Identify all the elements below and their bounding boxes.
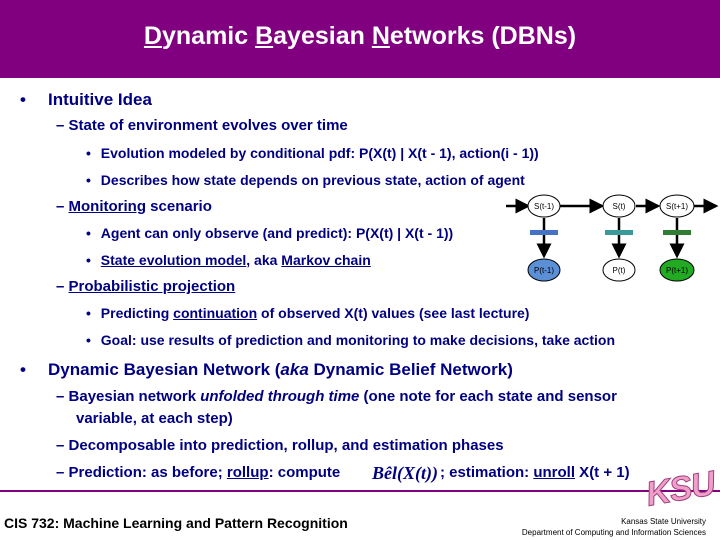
sub-sub-bullet-agent-observe: • Agent can only observe (and predict): … xyxy=(86,225,454,241)
bullet-dot: • xyxy=(20,360,26,379)
slide-title: Dynamic Bayesian Networks (DBNs) xyxy=(143,22,577,50)
sub-sub-bullet-state-evolution: • State evolution model, aka Markov chai… xyxy=(86,252,371,268)
state-node-t-minus-1: S(t-1) xyxy=(527,194,561,218)
sub-bullet-estimation: ; estimation: unroll X(t + 1) xyxy=(440,464,630,481)
department-name: Department of Computing and Information … xyxy=(521,528,706,537)
dbn-diagram: S(t-1) S(t) S(t+1) P(t-1) P(t) P(t+1) xyxy=(506,194,719,282)
state-label: S(t-1) xyxy=(534,202,554,211)
sub-sub-bullet-evolution: • Evolution modeled by conditional pdf: … xyxy=(86,145,539,161)
percept-label: P(t) xyxy=(613,266,626,275)
sub-sub-bullet-goal: • Goal: use results of prediction and mo… xyxy=(86,332,616,348)
sub-sub-bullet-predicting: • Predicting continuation of observed X(… xyxy=(86,305,530,321)
state-node-t-plus-1: S(t+1) xyxy=(659,194,695,218)
sub-bullet-state-evolves: – State of environment evolves over time xyxy=(56,117,348,134)
sub-bullet-probabilistic: – Probabilistic projection xyxy=(56,278,236,295)
sub-bullet-prediction: – Prediction: as before; rollup: compute xyxy=(56,464,341,481)
belief-formula: Bêl(X(t)) xyxy=(372,463,438,483)
bullet-dot: • xyxy=(20,90,26,109)
sub-bullet-decomposable: – Decomposable into prediction, rollup, … xyxy=(56,437,504,454)
cpt-bar-1 xyxy=(530,230,558,235)
sub-bullet-monitoring: – Monitoring scenario xyxy=(56,198,212,215)
state-label: S(t) xyxy=(613,202,626,211)
percept-node-t-minus-1: P(t-1) xyxy=(527,258,561,282)
sub-bullet-bayesian-network: – Bayesian network unfolded through time… xyxy=(56,388,617,405)
percept-node-t: P(t) xyxy=(602,258,636,282)
footer-divider xyxy=(0,490,720,492)
cpt-bar-2 xyxy=(605,230,633,235)
percept-label: P(t+1) xyxy=(666,266,688,275)
sub-sub-bullet-describes: • Describes how state depends on previou… xyxy=(86,172,525,188)
ksu-logo: KSU xyxy=(643,464,718,514)
state-label: S(t+1) xyxy=(666,202,688,211)
bullet-intuitive-idea: Intuitive Idea xyxy=(48,90,152,109)
cpt-bar-3 xyxy=(663,230,691,235)
university-name: Kansas State University xyxy=(621,517,706,526)
state-node-t: S(t) xyxy=(602,194,636,218)
course-title: CIS 732: Machine Learning and Pattern Re… xyxy=(4,515,348,531)
sub-bullet-bayesian-network-cont: variable, at each step) xyxy=(76,410,233,427)
percept-node-t-plus-1: P(t+1) xyxy=(659,258,695,282)
title-bar: Dynamic Bayesian Networks (DBNs) xyxy=(0,0,720,78)
bullet-dbn: Dynamic Bayesian Network (aka Dynamic Be… xyxy=(48,360,513,379)
percept-label: P(t-1) xyxy=(534,266,554,275)
